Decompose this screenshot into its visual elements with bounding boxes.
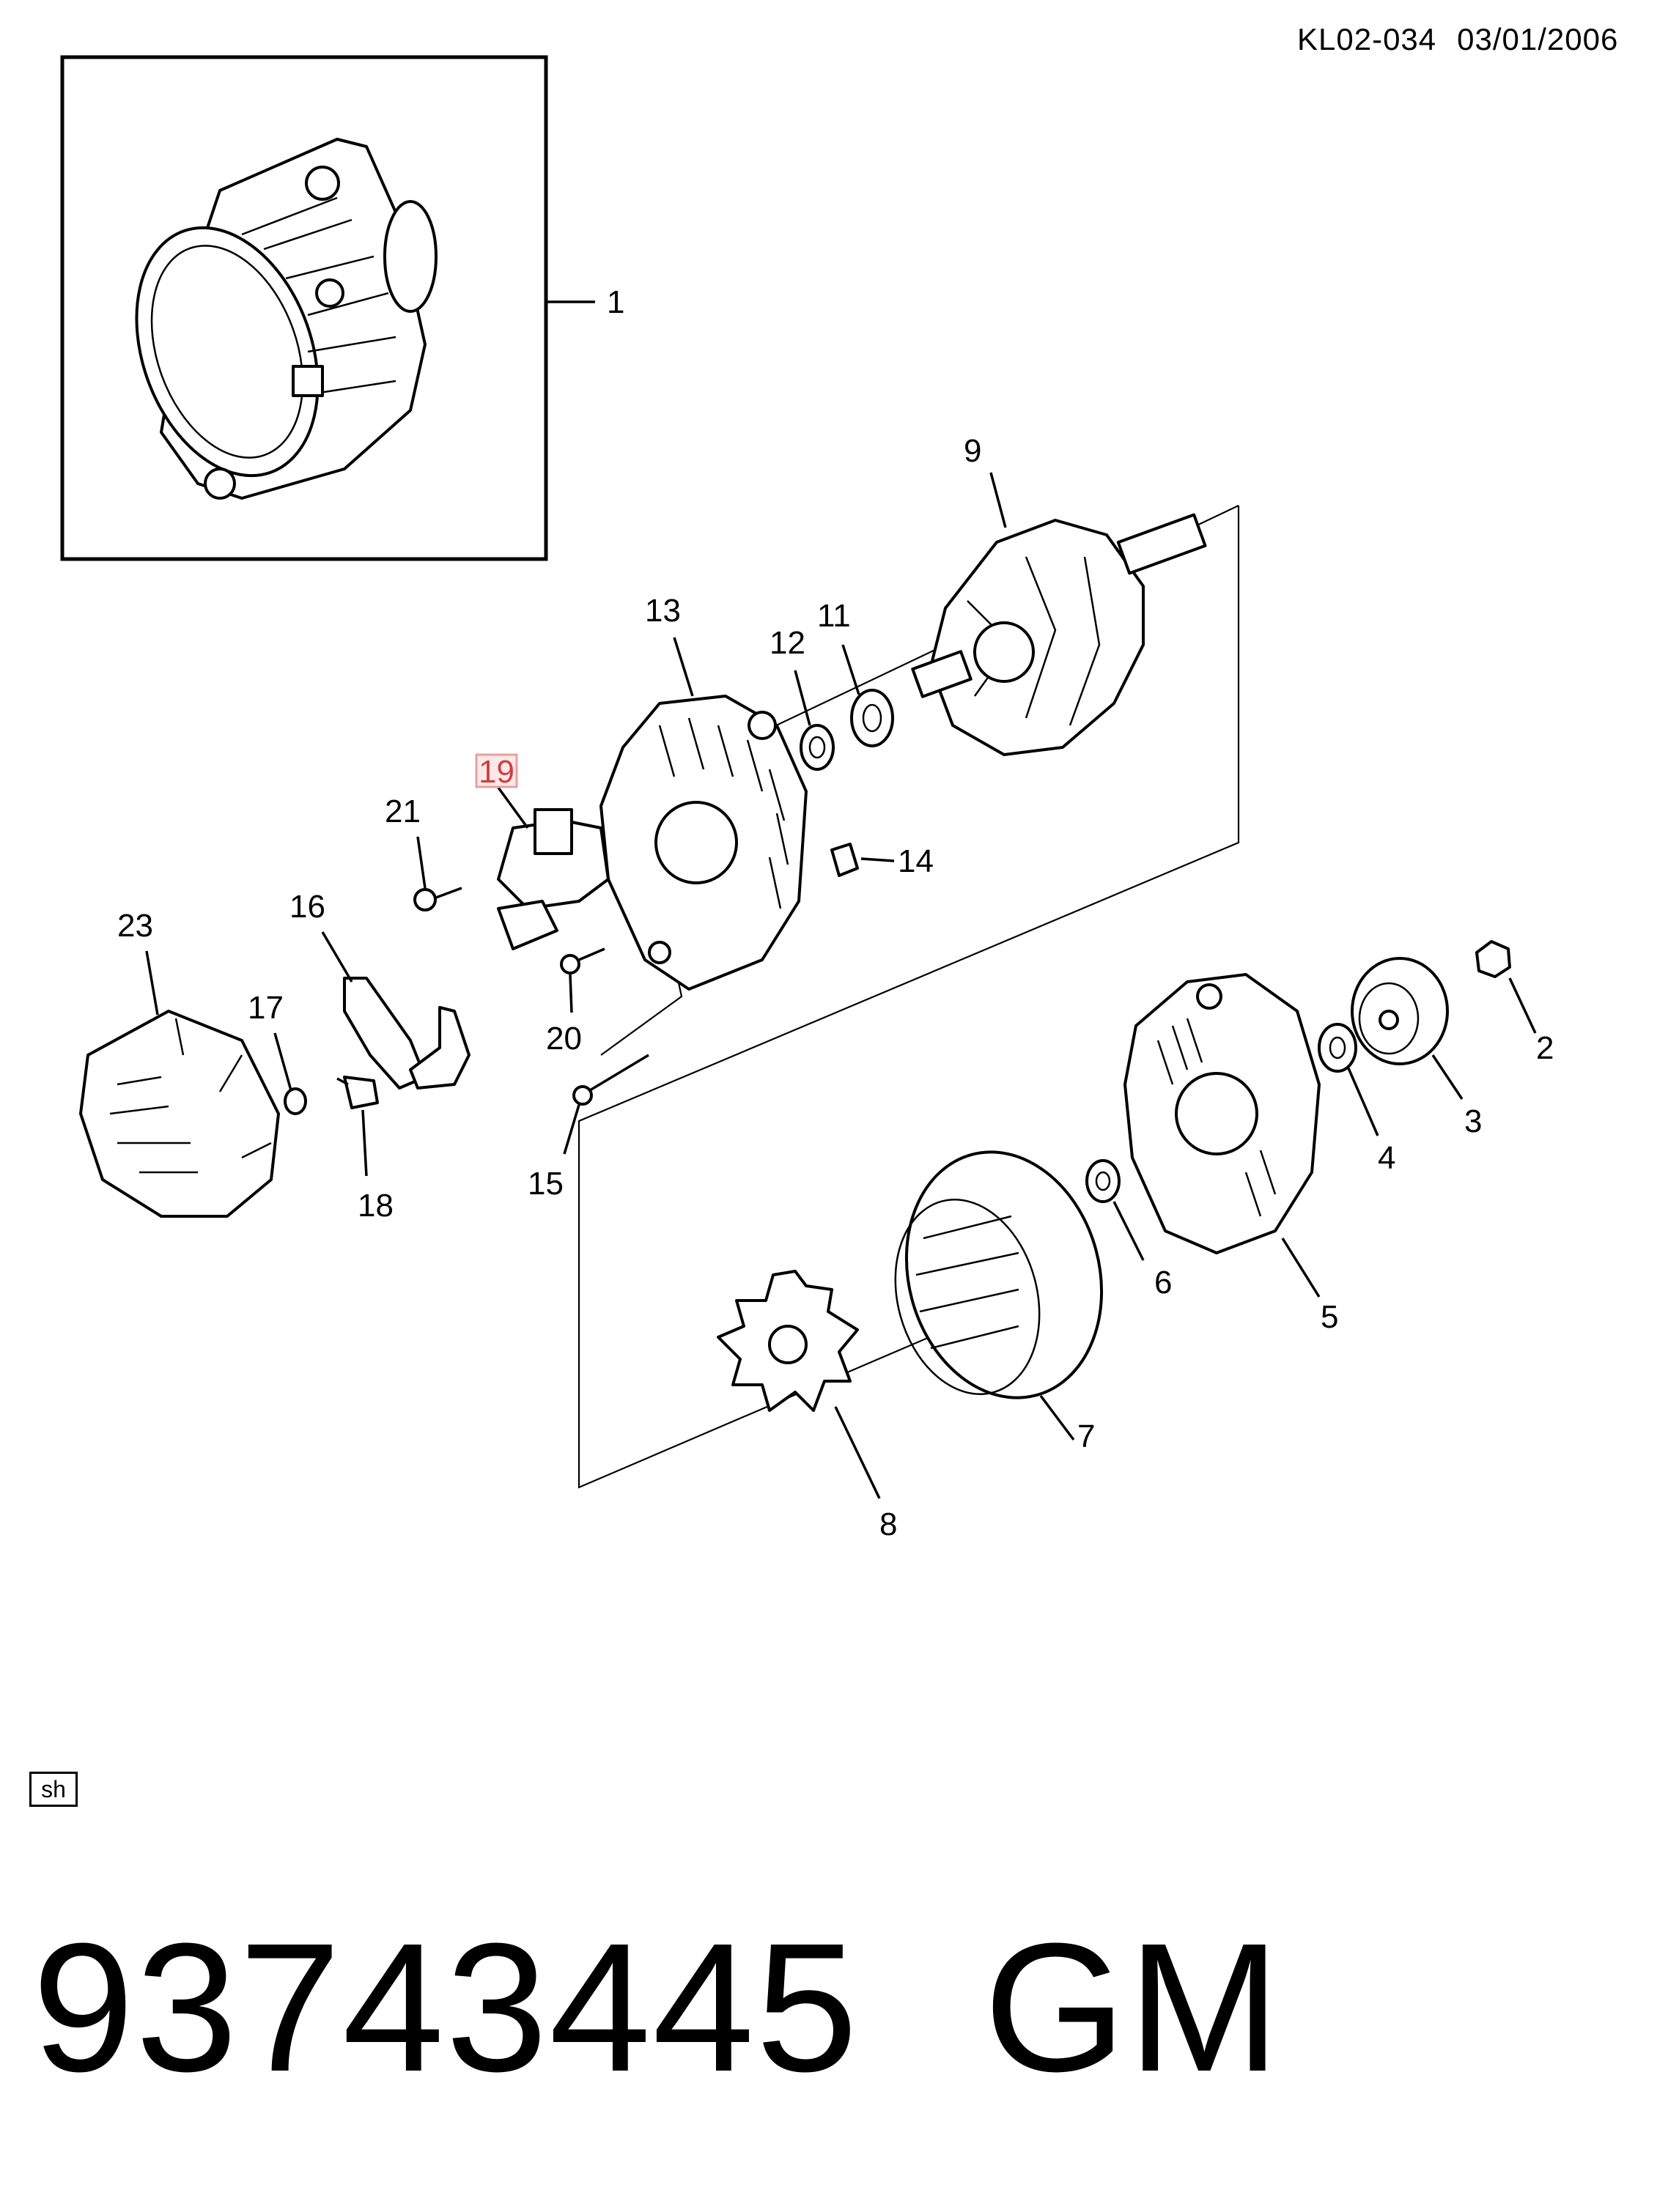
callout-4: 4 [1378, 1140, 1395, 1176]
callout-8: 8 [879, 1506, 897, 1542]
assembled-alternator-inset [60, 55, 595, 561]
document-date: 03/01/2006 [1457, 22, 1619, 56]
part-small-washer [284, 1087, 307, 1115]
callout-13: 13 [645, 593, 681, 629]
part-rear-housing [599, 695, 808, 991]
callout-18: 18 [358, 1188, 394, 1224]
part-number: 93743445 [32, 1905, 860, 2109]
part-rotor [911, 513, 1207, 756]
callout-5: 5 [1321, 1299, 1338, 1335]
callout-14: 14 [898, 843, 934, 879]
part-fan [717, 1270, 859, 1412]
callout-20: 20 [546, 1021, 582, 1057]
part-rear-cover [79, 1010, 280, 1218]
callout-3: 3 [1464, 1103, 1482, 1139]
part-spacer [1318, 1023, 1357, 1073]
part-washer [800, 724, 835, 771]
callout-19: 19 [479, 754, 514, 790]
part-screw-20 [560, 947, 605, 974]
part-nut [1475, 940, 1511, 978]
document-code: KL02-034 03/01/2006 [1297, 22, 1618, 57]
callout-23: 23 [117, 908, 153, 944]
callout-21: 21 [385, 794, 421, 829]
callout-15: 15 [528, 1166, 564, 1202]
callout-1: 1 [607, 284, 624, 320]
callout-6: 6 [1154, 1265, 1172, 1301]
part-bearing [850, 689, 894, 747]
sh-box: sh [29, 1772, 78, 1807]
callout-9: 9 [964, 433, 981, 469]
callout-11: 11 [817, 598, 851, 634]
assembly-outline [577, 506, 1240, 1489]
callout-19-highlight [475, 753, 518, 788]
part-regulator [497, 808, 610, 950]
callout-17: 17 [248, 990, 284, 1026]
callout-2: 2 [1536, 1030, 1554, 1066]
exploded-parts-diagram: 1 2 3 4 5 6 7 8 9 11 12 13 14 15 16 17 1… [60, 55, 1554, 1542]
part-screw-21 [413, 887, 462, 911]
part-brush-holder [343, 977, 427, 1090]
brand-name: GM [984, 1905, 1283, 2109]
callout-16: 16 [289, 889, 325, 925]
part-plug [830, 843, 859, 877]
part-long-bolt [572, 1054, 649, 1106]
part-pulley [1351, 957, 1449, 1065]
leader-lines [145, 472, 1537, 1499]
part-front-housing [1123, 973, 1321, 1254]
part-ring [1085, 1159, 1121, 1203]
part-stator [894, 1150, 1104, 1399]
document-id: KL02-034 [1297, 22, 1437, 56]
part-terminal [336, 1076, 379, 1109]
callout-12: 12 [770, 625, 805, 661]
callout-7: 7 [1077, 1418, 1095, 1454]
